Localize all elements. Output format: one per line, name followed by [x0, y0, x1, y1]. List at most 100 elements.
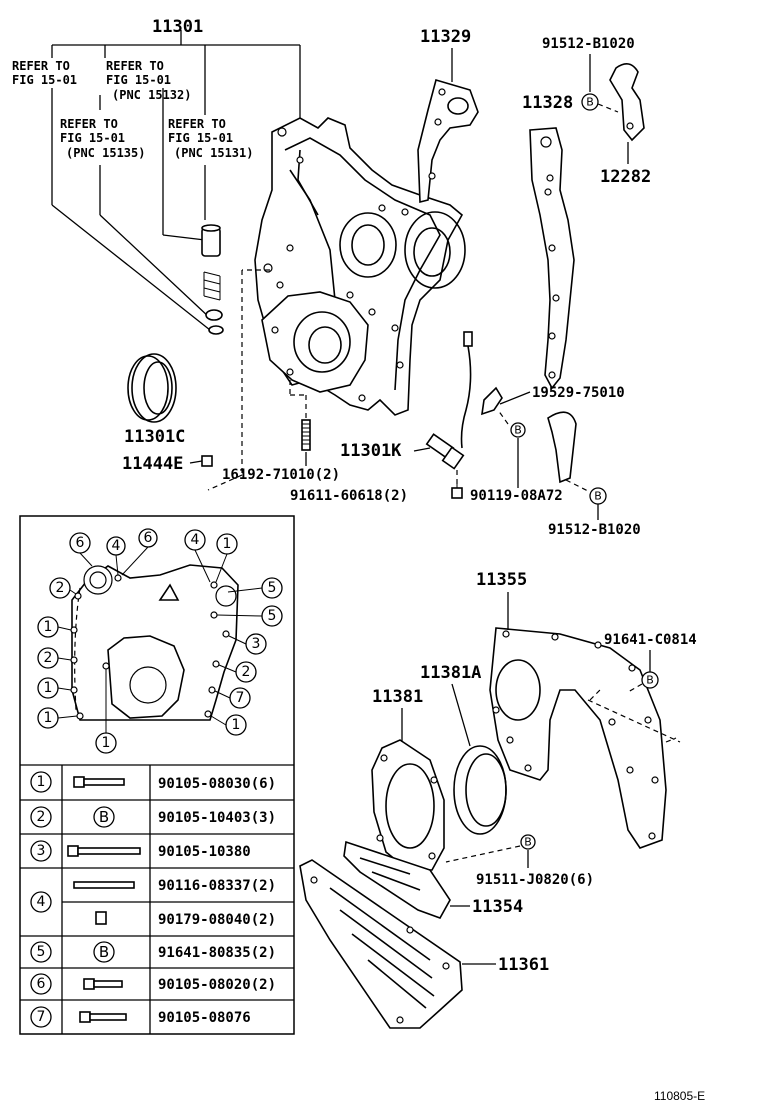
inset-leaders [57, 546, 263, 733]
inset-num: 2 [242, 664, 251, 680]
bolt-icon [73, 776, 125, 788]
plate-11361 [299, 859, 463, 1029]
inset-num: 1 [44, 619, 53, 635]
label-11329: 11329 [420, 27, 471, 47]
row-number: 3 [37, 843, 46, 859]
svg-text:B: B [99, 943, 109, 961]
row-code: 90105-10403(3) [158, 810, 276, 826]
label-11328: 11328 [522, 93, 573, 113]
b-marker-91511: B [520, 834, 536, 850]
refer-4-line3: (PNC 15131) [174, 146, 253, 160]
inset-callouts: 6 4 6 4 1 2 1 2 1 1 5 5 3 2 7 1 1 [37, 528, 283, 754]
label-11381: 11381 [372, 687, 423, 707]
label-91512-bottom: 91512-B1020 [548, 522, 641, 538]
gasket-11328 [529, 127, 575, 390]
inset-frame [19, 515, 295, 1035]
label-11354: 11354 [472, 897, 523, 917]
cover-11354 [343, 840, 451, 919]
label-19529: 19529-75010 [532, 385, 625, 401]
b-bolt-icon [93, 941, 115, 963]
inset-num: 4 [112, 538, 121, 554]
part-12282 [609, 63, 645, 142]
refer-1: REFER TO FIG 15-01 [12, 59, 77, 87]
gasket-11329 [417, 79, 479, 204]
row-code: 90105-10380 [158, 844, 251, 860]
bolt-icon [67, 845, 141, 857]
label-91611: 91611-60618(2) [290, 488, 408, 504]
svg-text:B: B [524, 836, 532, 849]
label-11301: 11301 [152, 17, 203, 37]
label-11444e: 11444E [122, 454, 183, 474]
svg-text:B: B [514, 424, 522, 437]
b-marker-bottom: B [589, 487, 607, 505]
refer-4: REFER TO FIG 15-01 (PNC 15131) [168, 117, 253, 160]
inset-cover-outline [71, 564, 239, 721]
refer-3-line3: (PNC 15135) [66, 146, 145, 160]
table-row: 2 B 90105-10403(3) [30, 806, 276, 828]
refer-2-line3: (PNC 15132) [112, 88, 191, 102]
table-row: 5 B 91641-80835(2) [30, 941, 276, 963]
label-91641: 91641-C0814 [604, 632, 697, 648]
label-12282: 12282 [600, 167, 651, 187]
inset-num: 1 [44, 680, 53, 696]
row-code: 90105-08020(2) [158, 977, 276, 993]
svg-text:B: B [594, 490, 602, 503]
label-11355: 11355 [476, 570, 527, 590]
inset-num: 7 [236, 690, 245, 706]
label-11301c: 11301C [124, 427, 185, 447]
sensor-11301k [425, 331, 473, 470]
row-code: 90116-08337(2) [158, 878, 276, 894]
timing-chain-cover [207, 117, 466, 491]
inset-num: 2 [44, 650, 53, 666]
inset-num: 1 [223, 536, 232, 552]
row-code: 91641-80835(2) [158, 945, 276, 961]
inset-num: 6 [76, 535, 85, 551]
row-number: 5 [37, 944, 46, 960]
refer-2: REFER TO FIG 15-01 (PNC 15132) [106, 59, 191, 102]
label-11301k: 11301K [340, 441, 402, 461]
row-number: 1 [37, 774, 46, 790]
b-marker-90119: B [510, 422, 526, 438]
row-number: 7 [37, 1009, 46, 1025]
inset-num: 5 [268, 608, 277, 624]
row-number: 6 [37, 976, 46, 992]
tensioner-spring [203, 271, 221, 301]
b-marker-91641: B [641, 671, 659, 689]
table-row: 6 90105-08020(2) [30, 973, 276, 995]
table-row: 7 90105-08076 [30, 1006, 251, 1028]
refer-3-line2: FIG 15-01 [60, 131, 125, 145]
label-11381a: 11381A [420, 663, 481, 683]
oil-seal-11301c [127, 353, 177, 423]
stud-icon [73, 881, 135, 889]
oil-seal-11381a [453, 745, 507, 835]
inset-num: 2 [56, 580, 65, 596]
inset-bolt-holes [70, 574, 230, 720]
row-number: 4 [37, 894, 46, 910]
svg-text:B: B [586, 96, 594, 109]
row-code: 90105-08030(6) [158, 776, 276, 792]
inset-num: 1 [44, 710, 53, 726]
row-code: 90179-08040(2) [158, 912, 276, 928]
inset-num: 5 [268, 580, 277, 596]
seal-retainer-11381 [371, 739, 445, 871]
table-row: 3 90105-10380 [30, 840, 251, 862]
figure-code: 110805-E [654, 1089, 705, 1103]
refer-3: REFER TO FIG 15-01 (PNC 15135) [60, 117, 145, 160]
guide-hook [547, 411, 577, 484]
nut-icon [95, 911, 107, 925]
bolt-icon [83, 978, 123, 990]
bolt-table: 1 90105-08030(6) 2 B 90105-10403(3) 3 90… [20, 764, 294, 1034]
inset-num: 4 [191, 532, 200, 548]
b-marker-top: B [581, 93, 599, 111]
svg-text:B: B [99, 808, 109, 826]
label-11361: 11361 [498, 955, 549, 975]
inset-num: 1 [232, 717, 241, 733]
refer-2-line1: REFER TO [106, 59, 164, 73]
refer-3-line1: REFER TO [60, 117, 118, 131]
row-code: 90105-08076 [158, 1010, 251, 1026]
label-91511: 91511-J0820(6) [476, 872, 594, 888]
inset-num: 3 [252, 636, 261, 652]
row-number: 2 [37, 809, 46, 825]
svg-text:B: B [646, 674, 654, 687]
